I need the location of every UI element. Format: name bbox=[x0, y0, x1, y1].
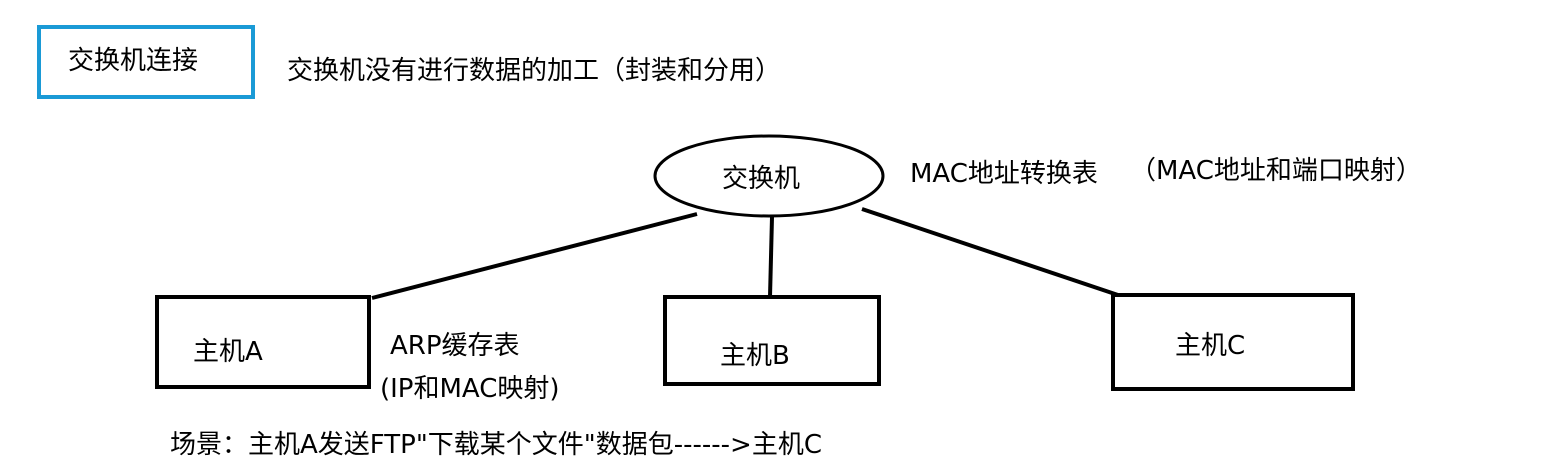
mac-table-label: MAC地址转换表 bbox=[910, 159, 1098, 189]
scenario-text: 场景：主机A发送FTP"下载某个文件"数据包------>主机C bbox=[170, 430, 822, 460]
switch-label: 交换机 bbox=[722, 164, 801, 194]
link-switch-host-b bbox=[768, 216, 774, 298]
switch-node bbox=[653, 134, 885, 218]
host-a-box bbox=[155, 295, 371, 389]
title-label: 交换机连接 bbox=[68, 46, 199, 76]
host-a-label: 主机A bbox=[193, 337, 263, 367]
host-c-label: 主机C bbox=[1175, 331, 1246, 361]
link-switch-host-a bbox=[371, 212, 698, 300]
host-b-label: 主机B bbox=[720, 341, 790, 371]
host-b-box bbox=[663, 295, 881, 386]
arp-table-desc: (IP和MAC映射) bbox=[380, 374, 560, 404]
host-c-box bbox=[1111, 293, 1355, 391]
link-switch-host-c bbox=[861, 207, 1119, 297]
arp-table-label: ARP缓存表 bbox=[390, 331, 520, 361]
note-text: 交换机没有进行数据的加工（封装和分用） bbox=[287, 56, 782, 86]
mac-table-desc: （MAC地址和端口映射） bbox=[1130, 156, 1422, 186]
title-box bbox=[37, 25, 255, 99]
